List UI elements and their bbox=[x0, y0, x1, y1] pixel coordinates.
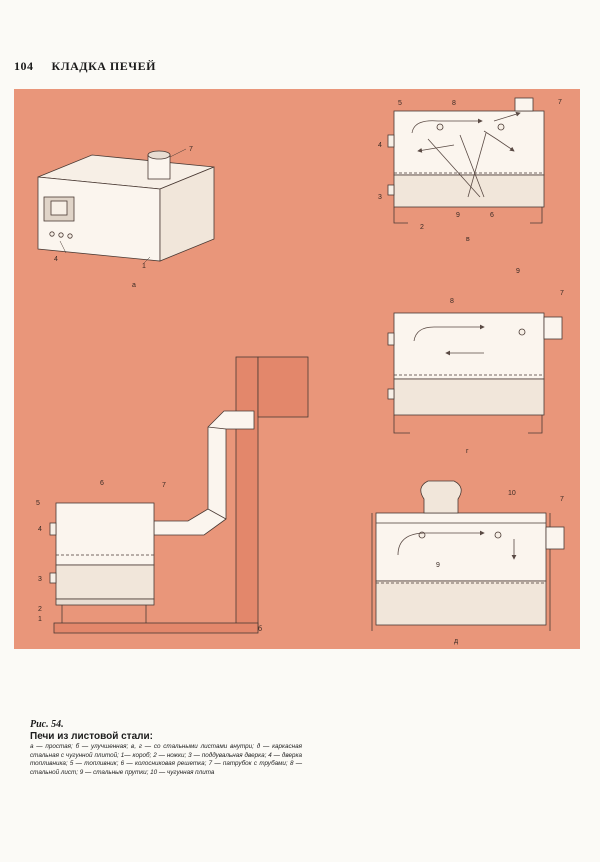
label-8-v: 8 bbox=[452, 100, 456, 107]
label-7-v: 7 bbox=[558, 99, 562, 106]
label-v: в bbox=[466, 236, 470, 243]
figure-number: Рис. 54. bbox=[30, 719, 64, 730]
label-6-b: 6 bbox=[100, 480, 104, 487]
label-5-v: 5 bbox=[398, 100, 402, 107]
label-4-a: 4 bbox=[54, 256, 58, 263]
figure-caption: Рис. 54. Печи из листовой стали: а — про… bbox=[30, 719, 302, 777]
label-4-b: 4 bbox=[38, 526, 42, 533]
label-2-b: 2 bbox=[38, 606, 42, 613]
stove-drawings: 7 4 1 а 5 8 7 4 3 2 9 6 в 8 9 7 г 10 7 9… bbox=[36, 97, 565, 645]
label-7-g: 7 bbox=[560, 290, 564, 297]
page-number: 104 bbox=[14, 59, 34, 73]
stove-g bbox=[387, 312, 563, 434]
figure-54: 7 4 1 а 5 8 7 4 3 2 9 6 в 8 9 7 г 10 7 9… bbox=[14, 89, 580, 649]
label-d: д bbox=[454, 638, 458, 645]
label-5-b: 5 bbox=[36, 500, 40, 507]
label-g: г bbox=[466, 448, 469, 455]
label-7-d: 7 bbox=[560, 496, 564, 503]
page-header: 104 КЛАДКА ПЕЧЕЙ bbox=[14, 59, 156, 74]
label-9-d: 9 bbox=[436, 562, 440, 569]
label-10-d: 10 bbox=[508, 490, 516, 497]
caption-body: а — простая; б — улучшенная; в, г — со с… bbox=[30, 743, 302, 776]
label-4-v: 4 bbox=[378, 142, 382, 149]
label-1-a: 1 bbox=[142, 263, 146, 270]
label-a: а bbox=[132, 282, 136, 289]
label-8-g: 8 bbox=[450, 298, 454, 305]
label-9-g: 9 bbox=[516, 268, 520, 275]
label-6-v: 6 bbox=[490, 212, 494, 219]
caption-title: Печи из листовой стали: bbox=[30, 731, 153, 742]
stove-d bbox=[371, 480, 565, 631]
stove-b bbox=[49, 356, 309, 634]
label-b: б bbox=[258, 625, 262, 633]
label-2-v: 2 bbox=[420, 224, 424, 231]
stove-a bbox=[37, 150, 215, 262]
label-1-b: 1 bbox=[38, 616, 42, 623]
label-7-a: 7 bbox=[189, 146, 193, 153]
label-7-b: 7 bbox=[162, 482, 166, 489]
label-3-b: 3 bbox=[38, 576, 42, 583]
running-title: КЛАДКА ПЕЧЕЙ bbox=[51, 59, 156, 73]
label-9-v: 9 bbox=[456, 212, 460, 219]
stove-v bbox=[387, 97, 545, 224]
label-3-v: 3 bbox=[378, 194, 382, 201]
